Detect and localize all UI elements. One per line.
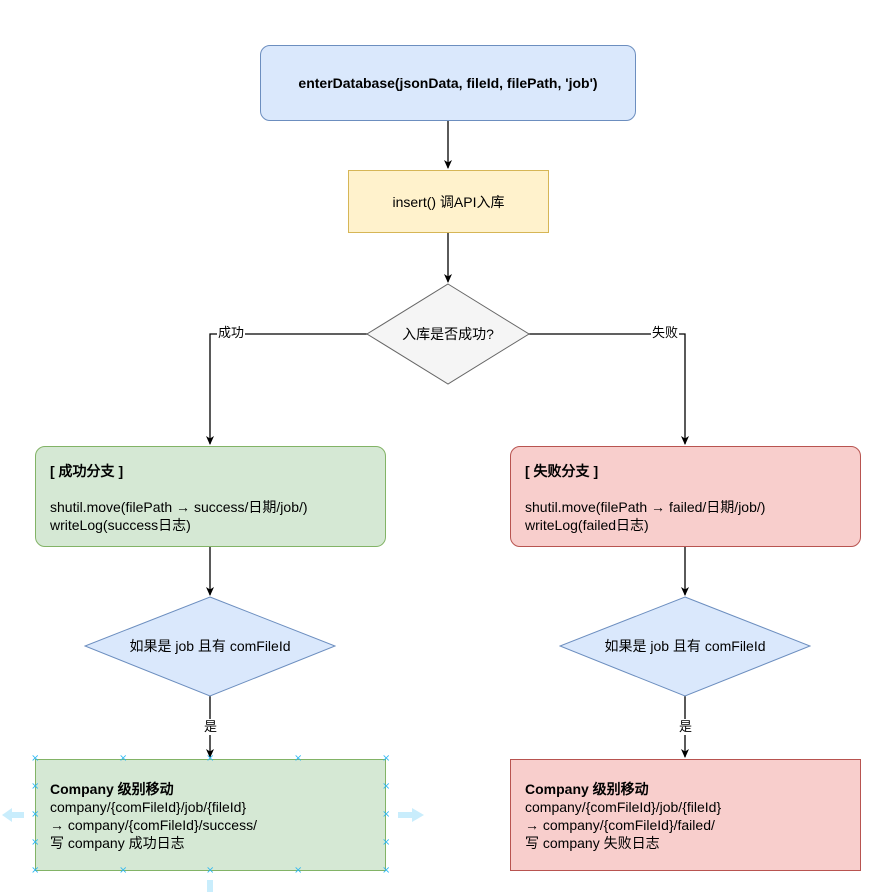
company-left-box[interactable]: Company 级别移动 company/{comFileId}/job/{fi… [35, 759, 386, 871]
connect-arrow-down-icon[interactable] [205, 880, 215, 892]
connect-arrow-right-icon[interactable] [396, 806, 426, 824]
check-left-label: 如果是 job 且有 comFileId [129, 638, 291, 654]
resize-handle-icon[interactable]: × [119, 753, 128, 764]
decision-diamond-shape[interactable] [366, 283, 530, 387]
resize-handle-icon[interactable]: × [382, 865, 391, 876]
start-node[interactable]: enterDatabase(jsonData, fileId, filePath… [260, 45, 636, 121]
edge-label-success: 成功 [217, 325, 246, 341]
resize-handle-icon[interactable]: × [31, 837, 40, 848]
resize-handle-icon[interactable]: × [206, 753, 215, 764]
resize-handle-icon[interactable]: × [294, 865, 303, 876]
resize-handle-icon[interactable]: × [382, 753, 391, 764]
start-node-label: enterDatabase(jsonData, fileId, filePath… [298, 75, 598, 91]
check-right-diamond-shape[interactable] [559, 596, 811, 698]
resize-handle-icon[interactable]: × [119, 865, 128, 876]
company-right-title: Company 级别移动 [525, 781, 649, 797]
resize-handle-icon[interactable]: × [382, 837, 391, 848]
company-left-line2: → company/{comFileId}/success/ [50, 817, 257, 833]
company-left-line1: company/{comFileId}/job/{fileId} [50, 799, 247, 815]
company-left-line3: 写 company 成功日志 [50, 835, 185, 851]
check-left-diamond-shape[interactable] [84, 596, 336, 698]
company-left-title: Company 级别移动 [50, 781, 174, 797]
resize-handle-icon[interactable]: × [31, 753, 40, 764]
resize-handle-icon[interactable]: × [382, 781, 391, 792]
resize-handle-icon[interactable]: × [382, 809, 391, 820]
success-branch-move: shutil.move(filePath → success/日期/job/) [50, 499, 308, 515]
failed-branch-log: writeLog(failed日志) [525, 517, 649, 533]
company-right-line3: 写 company 失败日志 [525, 835, 660, 851]
company-right-line2: → company/{comFileId}/failed/ [525, 817, 715, 833]
success-branch-log: writeLog(success日志) [50, 517, 191, 533]
failed-branch-title: [ 失败分支 ] [525, 463, 599, 479]
company-right-box[interactable]: Company 级别移动 company/{comFileId}/job/{fi… [510, 759, 861, 871]
decision-label: 入库是否成功? [402, 326, 494, 342]
resize-handle-icon[interactable]: × [31, 865, 40, 876]
insert-node[interactable]: insert() 调API入库 [348, 170, 549, 233]
edge-label-failed: 失败 [651, 325, 680, 341]
success-branch-title: [ 成功分支 ] [50, 463, 124, 479]
resize-handle-icon[interactable]: × [31, 809, 40, 820]
insert-node-label: insert() 调API入库 [392, 193, 505, 210]
connect-arrow-left-icon[interactable] [0, 806, 26, 824]
check-right-label: 如果是 job 且有 comFileId [604, 638, 766, 654]
edge-decision-to-success [206, 333, 368, 445]
success-branch-box[interactable]: [ 成功分支 ] shutil.move(filePath → success/… [35, 446, 386, 547]
resize-handle-icon[interactable]: × [294, 753, 303, 764]
company-right-line1: company/{comFileId}/job/{fileId} [525, 799, 722, 815]
failed-branch-move: shutil.move(filePath → failed/日期/job/) [525, 499, 766, 515]
edge-label-yes-left: 是 [203, 719, 219, 735]
edge-label-yes-right: 是 [678, 719, 694, 735]
resize-handle-icon[interactable]: × [206, 865, 215, 876]
failed-branch-box[interactable]: [ 失败分支 ] shutil.move(filePath → failed/日… [510, 446, 861, 547]
resize-handle-icon[interactable]: × [31, 781, 40, 792]
edge-decision-to-failed [528, 333, 689, 445]
